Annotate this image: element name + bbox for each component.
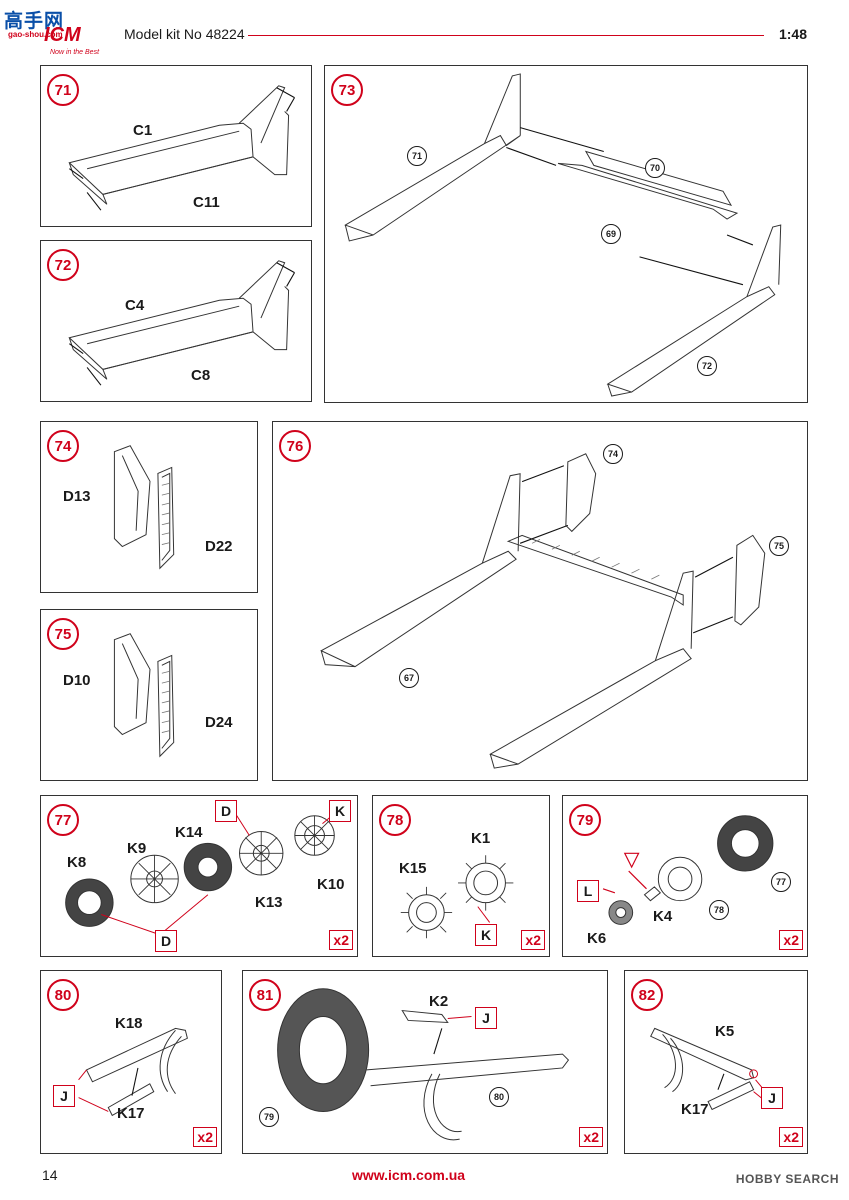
multiplier-badge: x2 bbox=[329, 930, 353, 950]
step-78-badge: 78 bbox=[379, 804, 411, 836]
part-label: C11 bbox=[193, 194, 220, 211]
brand-tagline: Now in the Best bbox=[50, 49, 100, 56]
step-77-badge: 77 bbox=[47, 804, 79, 836]
ref-callout: 72 bbox=[697, 356, 717, 376]
ref-callout: 71 bbox=[407, 146, 427, 166]
step-81-badge: 81 bbox=[249, 979, 281, 1011]
ref-callout: 74 bbox=[603, 444, 623, 464]
part-label: K18 bbox=[115, 1015, 143, 1032]
part-label: C4 bbox=[125, 297, 145, 314]
sprue-box: L bbox=[577, 880, 599, 902]
step-72-panel: 72 C4 C8 bbox=[40, 240, 312, 402]
part-label: K15 bbox=[399, 860, 427, 877]
step-74-drawing bbox=[113, 445, 175, 570]
step-76-badge: 76 bbox=[279, 430, 311, 462]
watermark-text: HOBBY SEARCH bbox=[735, 1172, 839, 1186]
ref-callout: 67 bbox=[399, 668, 419, 688]
sprue-box: K bbox=[329, 800, 351, 822]
step-73-badge: 73 bbox=[331, 74, 363, 106]
step-82-badge: 82 bbox=[631, 979, 663, 1011]
step-74-panel: 74 D13 D22 bbox=[40, 421, 258, 593]
scale-label: 1:48 bbox=[778, 26, 807, 42]
ref-callout: 75 bbox=[769, 536, 789, 556]
step-77-panel: 77 K8 K9 K14 K13 K10 D K D x2 bbox=[40, 795, 358, 957]
part-label: K9 bbox=[127, 840, 147, 857]
part-label: K2 bbox=[429, 993, 449, 1010]
step-79-panel: 79 K4 K6 L 77 78 x2 bbox=[562, 795, 808, 957]
part-label: K6 bbox=[587, 930, 607, 947]
step-75-drawing bbox=[113, 633, 175, 758]
step-76-panel: 76 74 75 67 bbox=[272, 421, 808, 781]
ref-callout: 69 bbox=[601, 224, 621, 244]
multiplier-badge: x2 bbox=[193, 1127, 217, 1147]
part-label: D22 bbox=[205, 538, 233, 555]
page-number: 14 bbox=[42, 1167, 58, 1183]
page-header: 高手网 gao-shou.com ICM Now in the Best Mod… bbox=[0, 0, 849, 60]
sprue-box: J bbox=[761, 1087, 783, 1109]
multiplier-badge: x2 bbox=[579, 1127, 603, 1147]
sprue-box: J bbox=[475, 1007, 497, 1029]
ref-callout: 79 bbox=[259, 1107, 279, 1127]
part-label: K13 bbox=[255, 894, 283, 911]
ref-callout: 80 bbox=[489, 1087, 509, 1107]
step-80-drawing bbox=[78, 1027, 188, 1117]
multiplier-badge: x2 bbox=[521, 930, 545, 950]
watermark-logo: 高手网 bbox=[4, 10, 65, 32]
part-label: K4 bbox=[653, 908, 673, 925]
step-82-panel: 82 K5 K17 J x2 bbox=[624, 970, 808, 1154]
step-75-panel: 75 D10 D24 bbox=[40, 609, 258, 781]
sprue-box: D bbox=[155, 930, 177, 952]
step-79-drawing bbox=[602, 815, 774, 925]
step-81-panel: 81 K2 J 79 80 x2 bbox=[242, 970, 608, 1154]
step-77-drawing bbox=[65, 813, 335, 935]
sprue-box: J bbox=[53, 1085, 75, 1107]
ref-callout: 70 bbox=[645, 158, 665, 178]
step-71-badge: 71 bbox=[47, 74, 79, 106]
step-80-badge: 80 bbox=[47, 979, 79, 1011]
step-73-drawing bbox=[344, 73, 782, 397]
step-72-badge: 72 bbox=[47, 249, 79, 281]
part-label: C1 bbox=[133, 122, 153, 139]
part-label: K5 bbox=[715, 1023, 735, 1040]
brand-logo: ICM bbox=[44, 24, 81, 46]
step-78-panel: 78 K1 K15 K x2 bbox=[372, 795, 550, 957]
part-label: D24 bbox=[205, 714, 233, 731]
sprue-box: D bbox=[215, 800, 237, 822]
part-label: D13 bbox=[63, 488, 91, 505]
header-divider bbox=[248, 35, 764, 36]
website-link[interactable]: www.icm.com.ua bbox=[352, 1167, 466, 1183]
part-label: K10 bbox=[317, 876, 345, 893]
step-79-badge: 79 bbox=[569, 804, 601, 836]
step-73-panel: 73 71 70 69 72 bbox=[324, 65, 808, 403]
sprue-box: K bbox=[475, 924, 497, 946]
part-label: K8 bbox=[67, 854, 87, 871]
step-76-drawing bbox=[320, 453, 766, 769]
step-78-drawing bbox=[400, 855, 514, 939]
step-71-panel: 71 C1 C11 bbox=[40, 65, 312, 227]
part-label: K14 bbox=[175, 824, 203, 841]
watermark-site: gao-shou.com bbox=[8, 30, 63, 39]
ref-callout: 78 bbox=[709, 900, 729, 920]
step-80-panel: 80 K18 K17 J x2 bbox=[40, 970, 222, 1154]
step-81-drawing bbox=[277, 988, 570, 1141]
step-74-badge: 74 bbox=[47, 430, 79, 462]
kit-title: Model kit No 48224 bbox=[124, 26, 245, 42]
multiplier-badge: x2 bbox=[779, 1127, 803, 1147]
part-label: C8 bbox=[191, 367, 211, 384]
part-label: K1 bbox=[471, 830, 491, 847]
step-72-drawing bbox=[68, 260, 295, 386]
step-71-drawing bbox=[68, 85, 295, 211]
ref-callout: 77 bbox=[771, 872, 791, 892]
part-label: D10 bbox=[63, 672, 91, 689]
multiplier-badge: x2 bbox=[779, 930, 803, 950]
part-label: K17 bbox=[681, 1101, 709, 1118]
part-label: K17 bbox=[117, 1105, 145, 1122]
step-75-badge: 75 bbox=[47, 618, 79, 650]
